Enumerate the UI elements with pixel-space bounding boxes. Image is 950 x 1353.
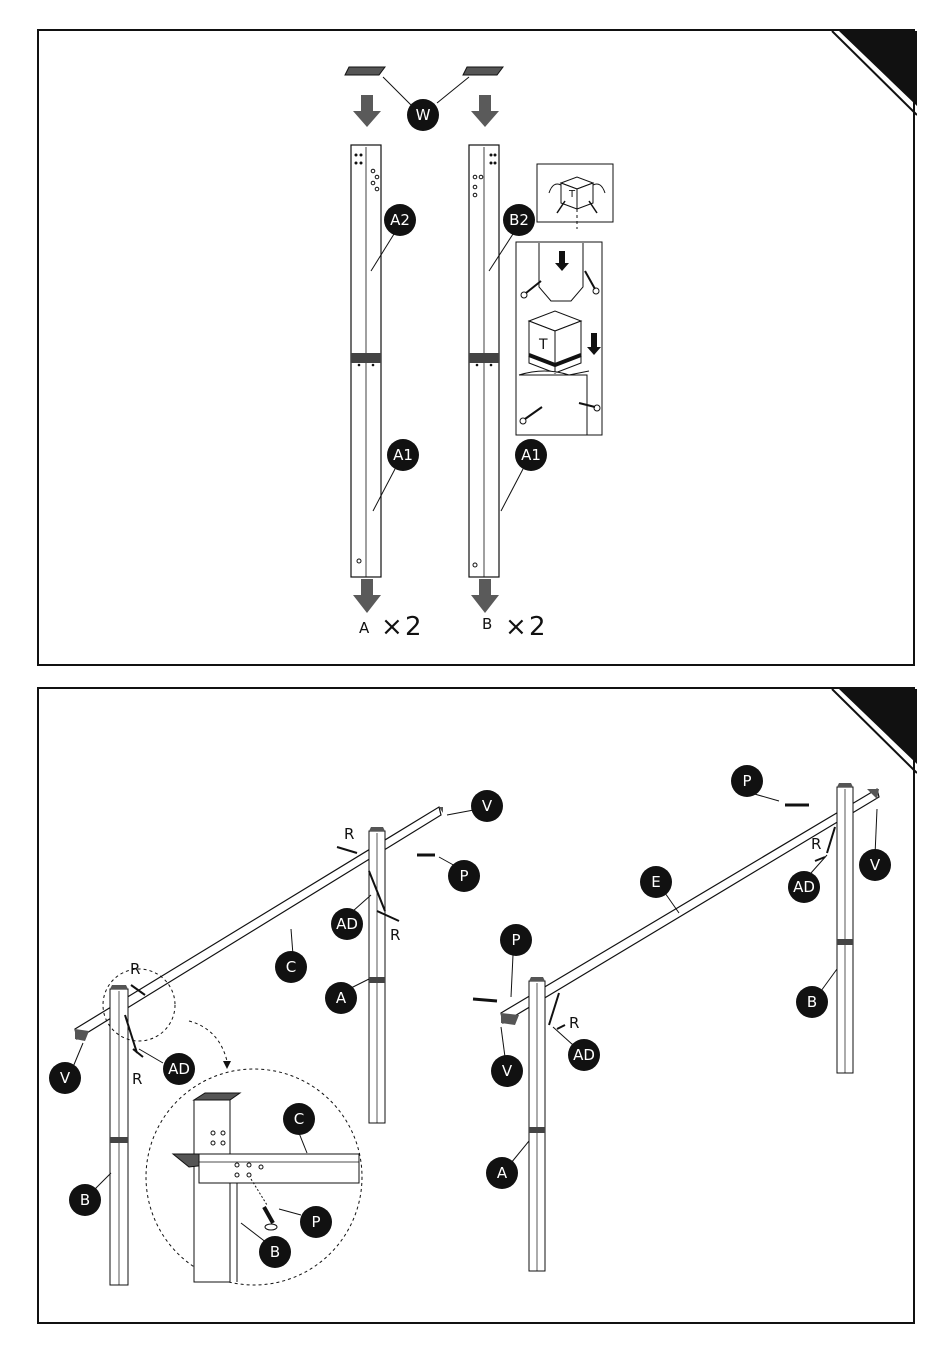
svg-text:E: E xyxy=(651,873,660,891)
callout-a-left-frame: A xyxy=(325,979,369,1014)
svg-text:AD: AD xyxy=(793,878,815,896)
step-corner-tab xyxy=(832,689,917,773)
callout-w: W xyxy=(383,77,469,131)
post-a-drawing xyxy=(351,145,381,577)
label-r-left-top: R xyxy=(130,960,140,978)
svg-text:×: × xyxy=(505,612,527,642)
svg-text:A1: A1 xyxy=(521,446,541,464)
callout-ad-left-frame: AD xyxy=(139,1049,195,1085)
quantity-a: A × 2 xyxy=(359,612,422,642)
svg-text:B: B xyxy=(482,615,492,633)
post-top-detail: T xyxy=(516,242,602,435)
svg-text:P: P xyxy=(311,1213,320,1231)
callout-p-top-right: P xyxy=(731,765,779,801)
svg-text:B: B xyxy=(807,993,817,1011)
svg-text:AD: AD xyxy=(168,1060,190,1078)
svg-text:B: B xyxy=(270,1243,280,1261)
down-arrow-icon xyxy=(353,579,381,613)
svg-text:C: C xyxy=(286,958,296,976)
callout-ad-right-left-frame: AD xyxy=(331,895,371,940)
callout-p-left-frame: P xyxy=(439,857,480,892)
label-r-mid: R xyxy=(390,926,400,944)
post-b-drawing xyxy=(469,145,499,577)
label-r-left-right-frame: R xyxy=(569,1014,579,1032)
svg-text:V: V xyxy=(482,797,493,815)
step-panel-2: V P R R R R AD C A V xyxy=(37,687,915,1324)
label-r-top: R xyxy=(344,825,354,843)
svg-text:AD: AD xyxy=(336,915,358,933)
callout-v-right: V xyxy=(859,809,891,881)
svg-text:A2: A2 xyxy=(390,211,410,229)
step-1-illustration: W xyxy=(39,31,917,668)
callout-v-left-right-frame: V xyxy=(491,1027,523,1087)
svg-text:2: 2 xyxy=(529,612,546,642)
svg-text:A: A xyxy=(336,989,347,1007)
callout-b-right-frame: B xyxy=(796,969,837,1018)
svg-text:B: B xyxy=(80,1191,90,1209)
callout-p-left-right-frame: P xyxy=(500,924,532,997)
svg-text:A: A xyxy=(359,619,370,637)
svg-text:V: V xyxy=(502,1062,513,1080)
cap-w-right xyxy=(463,67,503,75)
down-arrow-icon xyxy=(471,95,499,127)
zoom-detail-drawing xyxy=(146,1069,362,1285)
callout-v-bottom-left: V xyxy=(49,1043,83,1094)
svg-text:P: P xyxy=(459,867,468,885)
down-arrow-icon xyxy=(353,95,381,127)
callout-b-left-frame: B xyxy=(69,1173,111,1216)
svg-text:AD: AD xyxy=(573,1046,595,1064)
svg-text:A1: A1 xyxy=(393,446,413,464)
svg-text:A: A xyxy=(497,1164,508,1182)
step-panel-1: W xyxy=(37,29,915,666)
cube-t-detail-small: T xyxy=(537,164,613,229)
label-r-right: R xyxy=(811,835,821,853)
callout-a-right-frame: A xyxy=(486,1141,529,1189)
svg-text:C: C xyxy=(294,1110,304,1128)
svg-text:V: V xyxy=(870,856,881,874)
quantity-b: B × 2 xyxy=(482,612,546,642)
callout-c: C xyxy=(275,929,307,983)
right-frame-drawing xyxy=(473,783,879,1271)
svg-text:T: T xyxy=(538,337,548,353)
svg-text:T: T xyxy=(568,189,576,200)
cap-w-left xyxy=(345,67,385,75)
callout-ad-right-right-frame: AD xyxy=(788,855,827,903)
svg-text:P: P xyxy=(742,772,751,790)
callout-e: E xyxy=(640,866,679,913)
callout-w-label: W xyxy=(416,106,431,124)
callout-a1-right: A1 xyxy=(501,439,547,511)
step-2-illustration: V P R R R R AD C A V xyxy=(39,689,917,1326)
label-r-left-bottom: R xyxy=(132,1070,142,1088)
callout-ad-left-right-frame: AD xyxy=(553,1027,600,1071)
svg-text:V: V xyxy=(60,1069,71,1087)
callout-v-top-left: V xyxy=(447,790,503,822)
svg-text:B2: B2 xyxy=(509,211,529,229)
step-corner-tab xyxy=(832,31,917,115)
svg-text:P: P xyxy=(511,931,520,949)
svg-text:×: × xyxy=(381,612,403,642)
svg-text:2: 2 xyxy=(405,612,422,642)
down-arrow-icon xyxy=(471,579,499,613)
